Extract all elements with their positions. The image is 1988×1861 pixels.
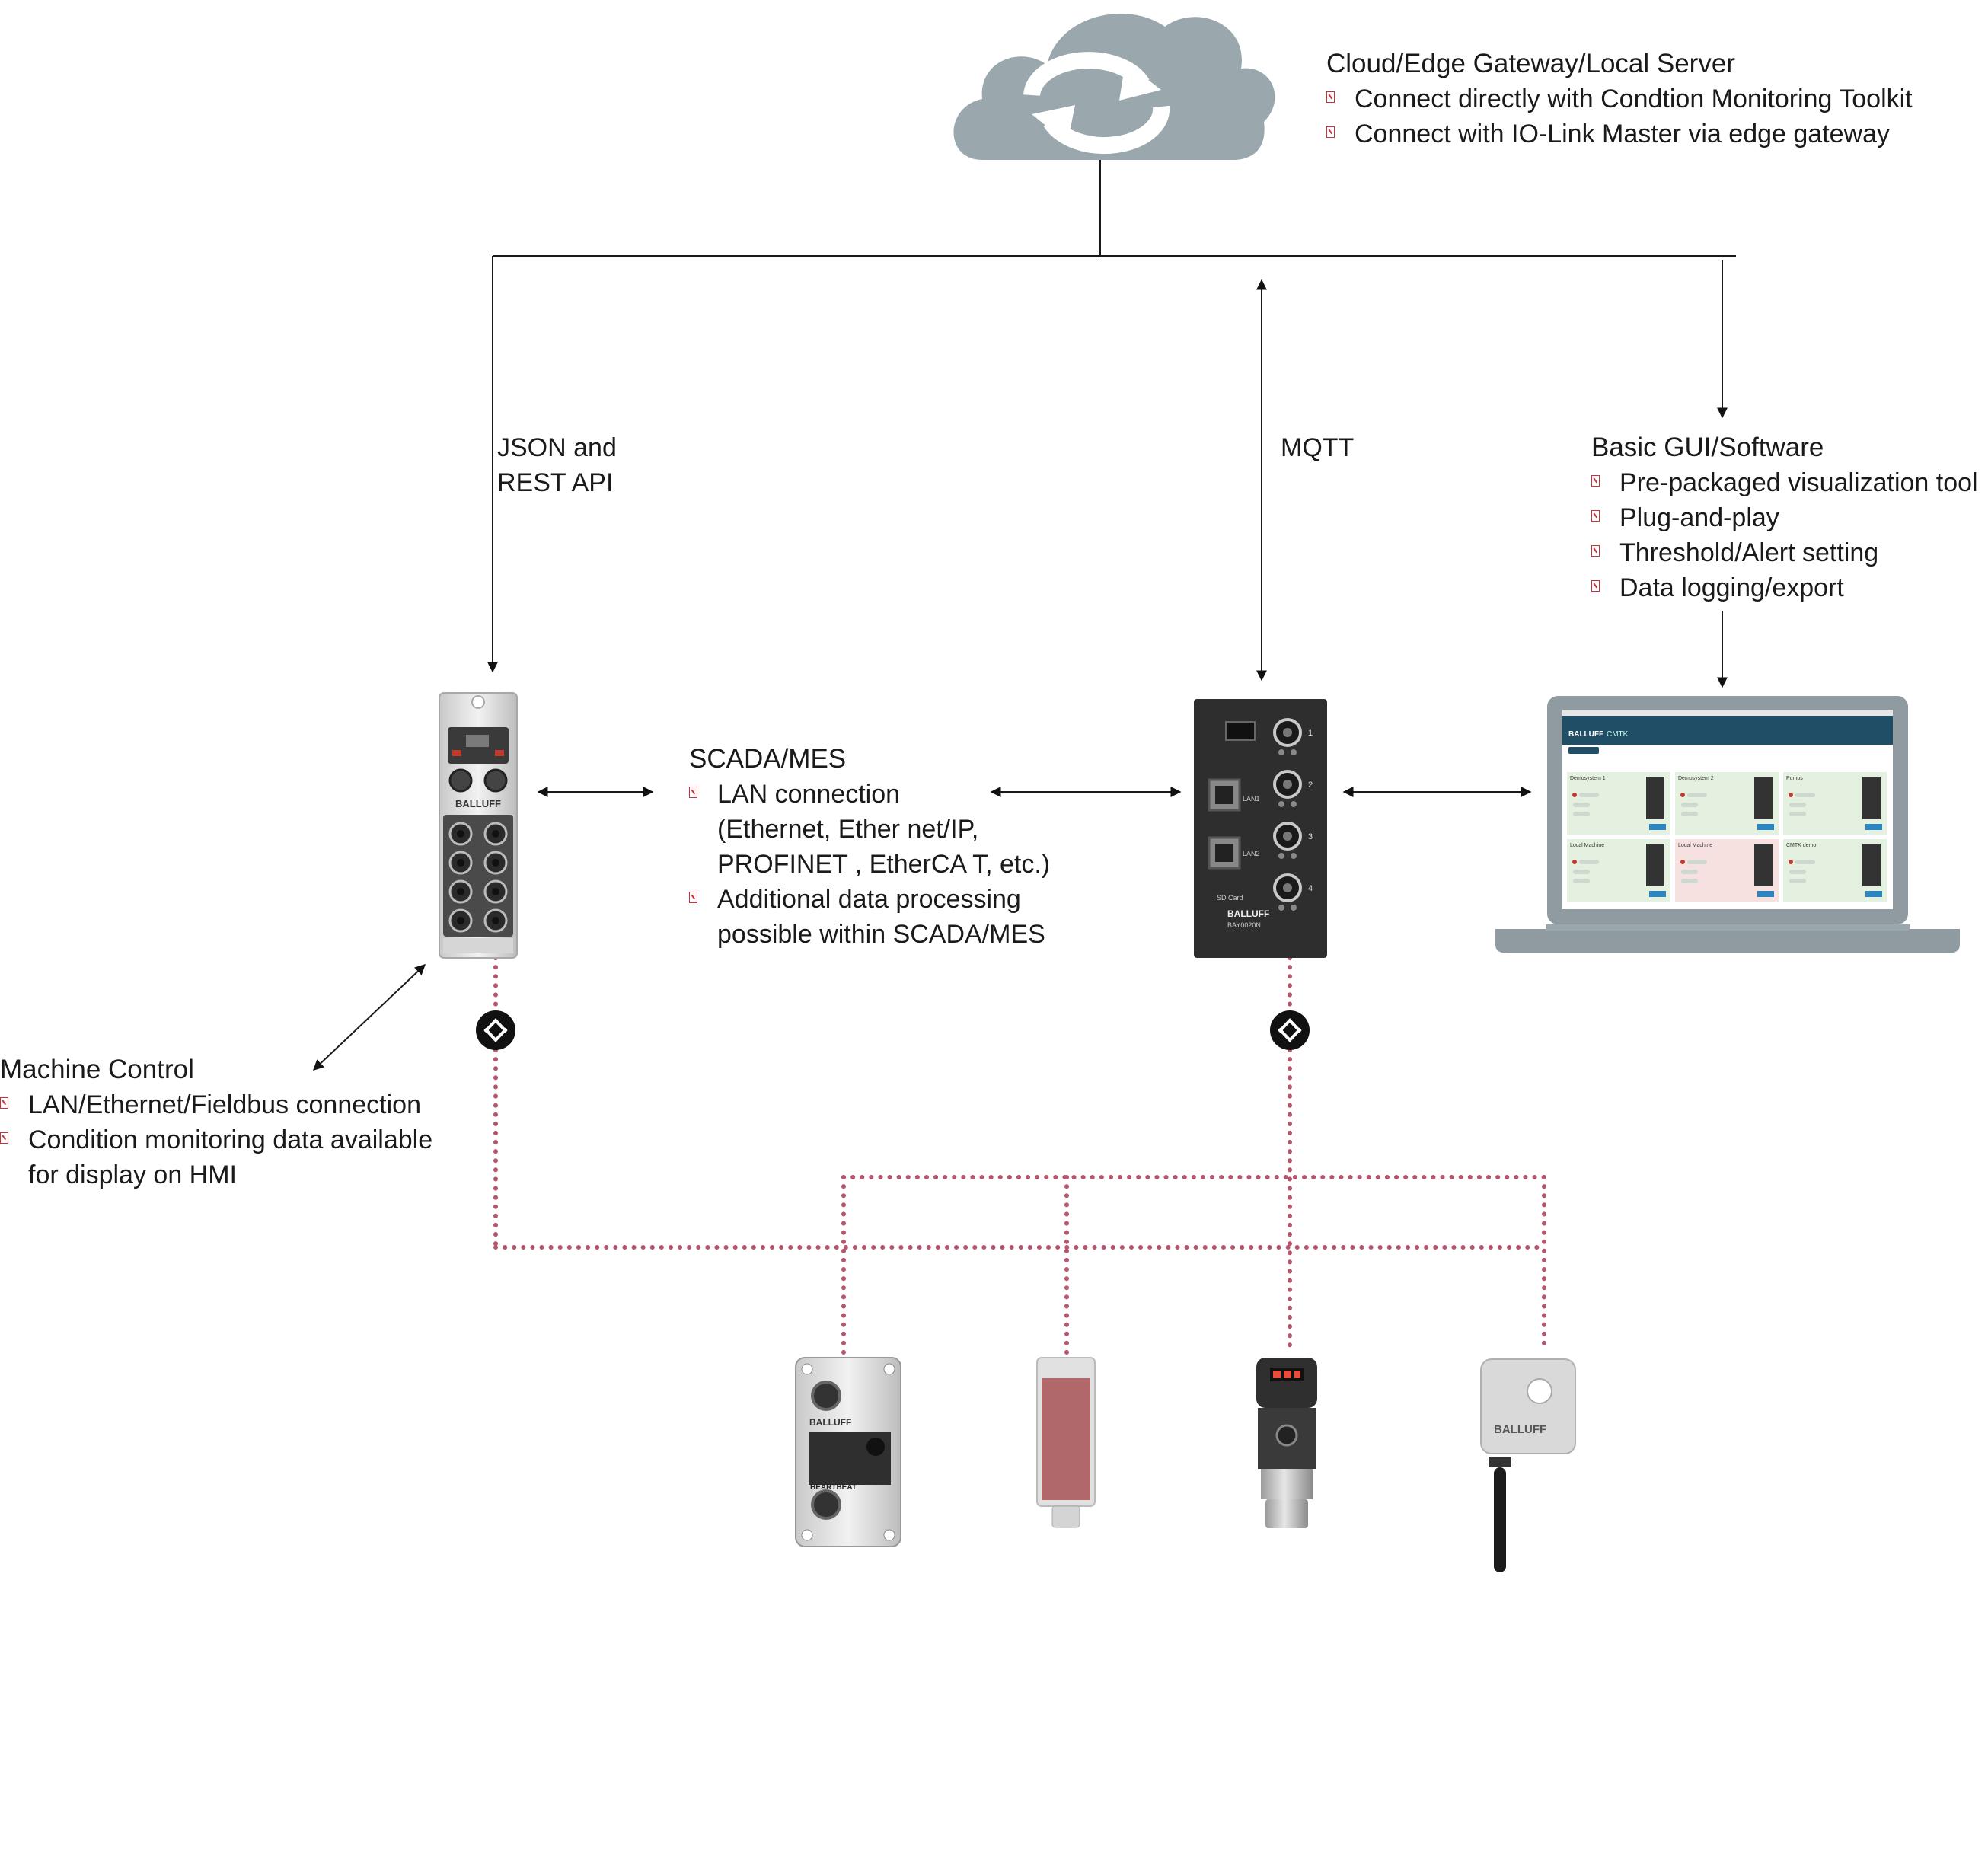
- cloud-title: Cloud/Edge Gateway/Local Server: [1326, 49, 1735, 78]
- scada-title: SCADA/MES: [689, 744, 847, 774]
- port-label: SD Card: [1217, 894, 1243, 902]
- dashboard-card: Demosystem 1: [1567, 772, 1670, 835]
- app-label: CMTK: [1607, 730, 1629, 739]
- list-item: Connect with IO-Link Master via edge gat…: [1326, 117, 1913, 152]
- port-connector: 3: [1273, 822, 1313, 859]
- laptop: BALLUFF CMTK Demosystem 1 Demosystem 2 Pum…: [1495, 696, 1960, 953]
- port-connector: 2: [1273, 770, 1313, 807]
- bullet-icon: [1591, 510, 1600, 522]
- list-item: Pre-packaged visualization tool: [1591, 465, 1978, 500]
- vibration-sensor: BALLUFF: [1480, 1358, 1576, 1572]
- port-number: 4: [1308, 884, 1313, 893]
- dashboard-card: Local Machine: [1675, 839, 1779, 902]
- port-number: 1: [1308, 729, 1313, 738]
- bullet-icon: [1591, 545, 1600, 557]
- bullet-icon: [1591, 580, 1600, 592]
- scada-text-block: SCADA/MES LAN connection (Ethernet, Ethe…: [689, 742, 1050, 952]
- bullet-icon: [689, 787, 697, 798]
- port-connector: [448, 851, 473, 875]
- heartbeat-label: HEARTBEAT: [810, 1483, 857, 1492]
- cloud-connections: [312, 160, 1736, 1071]
- port-connector: 4: [1273, 873, 1313, 911]
- card-title: CMTK demo: [1786, 843, 1816, 848]
- bullet-icon: [689, 892, 697, 903]
- brand-label: BALLUFF: [455, 798, 501, 809]
- port-connector: [483, 879, 508, 904]
- bullet-icon: [1591, 475, 1600, 487]
- gui-text-block: Basic GUI/Software Pre-packaged visualiz…: [1591, 430, 1978, 605]
- brand-label: BALLUFF: [809, 1417, 851, 1428]
- model-label: BAY0020N: [1227, 921, 1261, 929]
- list-item: Additional data processing possible with…: [689, 882, 1050, 952]
- edge-gateway-device: USB LAN1 LAN2 SD Card BALLUFF BAY0020N 1…: [1194, 699, 1327, 958]
- list-item: Condition monitoring data available for …: [0, 1122, 432, 1192]
- port-connector: [448, 879, 473, 904]
- card-title: Demosystem 2: [1678, 776, 1714, 781]
- json-api-label: JSON and REST API: [497, 433, 617, 497]
- list-item: Threshold/Alert setting: [1591, 535, 1978, 570]
- bullet-icon: [0, 1132, 8, 1144]
- pressure-sensor: [1256, 1358, 1317, 1528]
- machine-title: Machine Control: [0, 1055, 194, 1084]
- brand-label: BALLUFF: [1568, 730, 1603, 739]
- port-connector: [483, 851, 508, 875]
- port-connector: 1: [1273, 718, 1313, 755]
- condition-monitoring-sensor: BALLUFF HEARTBEAT: [795, 1357, 901, 1547]
- port-connector: [448, 822, 473, 846]
- io-link-master-device: BALLUFF: [439, 692, 518, 959]
- mqtt-label: MQTT: [1281, 433, 1355, 462]
- card-title: Pumps: [1786, 776, 1803, 781]
- cloud-sync-icon: [953, 13, 1275, 160]
- dashboard-card: CMTK demo: [1783, 839, 1887, 902]
- list-item: Plug-and-play: [1591, 500, 1978, 535]
- port-number: 2: [1308, 780, 1313, 790]
- list-item: Data logging/export: [1591, 570, 1978, 605]
- bullet-icon: [0, 1097, 8, 1109]
- list-item: LAN/Ethernet/Fieldbus connection: [0, 1087, 432, 1122]
- cloud-text-block: Cloud/Edge Gateway/Local Server Connect …: [1326, 46, 1913, 152]
- bullet-icon: [1326, 91, 1335, 103]
- brand-label: BALLUFF: [1227, 908, 1269, 919]
- gui-title: Basic GUI/Software: [1591, 433, 1824, 462]
- port-number: 3: [1308, 832, 1313, 841]
- card-title: Local Machine: [1678, 843, 1712, 848]
- dashboard-card: Pumps: [1783, 772, 1887, 835]
- brand-label: BALLUFF: [1494, 1423, 1546, 1436]
- port-connector: [483, 908, 508, 933]
- io-link-wiring: [493, 956, 1546, 1356]
- card-title: Demosystem 1: [1570, 776, 1606, 781]
- port-connector: [448, 908, 473, 933]
- machine-text-block: Machine Control LAN/Ethernet/Fieldbus co…: [0, 1052, 432, 1192]
- io-link-icon: [1270, 1010, 1310, 1050]
- dashboard-card: Demosystem 2: [1675, 772, 1779, 835]
- port-label: LAN2: [1243, 850, 1260, 857]
- list-item: LAN connection (Ethernet, Ether net/IP, …: [689, 777, 1050, 882]
- list-item: Connect directly with Condtion Monitorin…: [1326, 81, 1913, 117]
- sensor-module: [1036, 1357, 1096, 1528]
- port-label: LAN1: [1243, 795, 1260, 803]
- io-link-icon: [476, 1010, 515, 1050]
- dashboard-card: Local Machine: [1567, 839, 1670, 902]
- card-title: Local Machine: [1570, 843, 1604, 848]
- port-connector: [483, 822, 508, 846]
- bullet-icon: [1326, 126, 1335, 138]
